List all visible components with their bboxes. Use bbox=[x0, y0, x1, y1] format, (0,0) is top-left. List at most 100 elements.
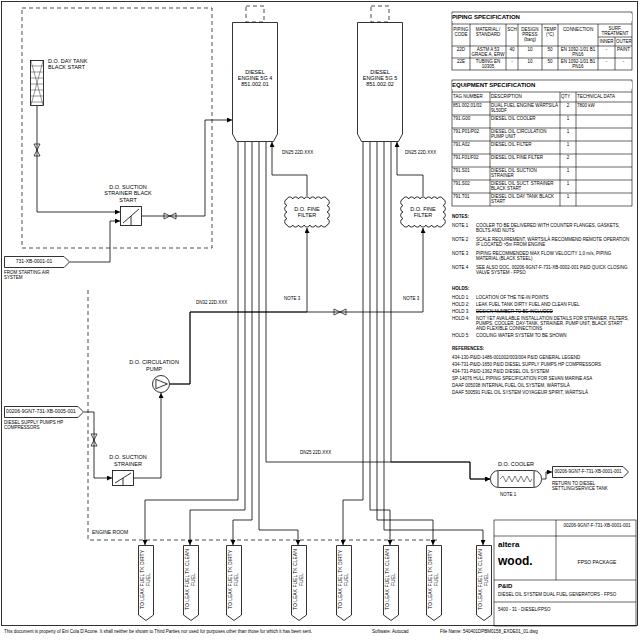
down-symbol bbox=[476, 545, 492, 621]
annotation-text: DIESEL OIL SUCTION STRAINER bbox=[491, 168, 559, 178]
pipe-line bbox=[266, 142, 490, 479]
down-symbol bbox=[184, 546, 199, 621]
engine-symbol bbox=[357, 22, 403, 142]
annotation-text: 2 bbox=[561, 103, 575, 108]
node-text: 00206-9GN7-731-XB-0005-001 bbox=[6, 409, 76, 415]
node-text: TO LEAK FUEL TK CLEAN FUEL bbox=[185, 547, 197, 613]
annotation-text: 791.P01/P02 bbox=[453, 129, 489, 134]
pipe-line bbox=[233, 142, 252, 545]
cooler-symbol bbox=[498, 471, 499, 487]
annotation-text: SEE ALSO DOC. 00206-9GN7-F-731-XB-0002-0… bbox=[476, 265, 632, 275]
annotation-text: 50 bbox=[543, 47, 557, 52]
annotation-text: TAG NUMBER bbox=[453, 94, 489, 99]
node-text: TO LEAK FUEL TK CLEAN FUEL bbox=[293, 547, 305, 613]
offpage-node: 731-XB-0001-01 bbox=[4, 256, 70, 268]
annotation-text: 22D bbox=[453, 47, 469, 52]
cloud-symbol bbox=[401, 197, 446, 227]
node-text: TO LEAK FUEL TK CLEAN FUEL bbox=[478, 547, 490, 613]
tank-symbol bbox=[31, 61, 43, 105]
node-text: TO LEAK FUEL TK CLEAN FUEL bbox=[385, 547, 397, 613]
annotation-text: NOTE 3 bbox=[452, 251, 474, 256]
strainer-symbol bbox=[123, 478, 124, 485]
annotation-text: DESCRIPTION bbox=[491, 94, 559, 99]
pump-node: D.O. CIRCULATION PUMP bbox=[152, 375, 170, 393]
node-text: DIESEL ENGINE 5G 5 bbox=[360, 69, 400, 82]
annotation-text: Software: Autocad bbox=[372, 629, 432, 634]
annotation-text: MATERIAL / STANDARD bbox=[471, 27, 505, 37]
pipe-line bbox=[397, 142, 423, 196]
annotation-text: 791.A02 bbox=[453, 142, 489, 147]
annotation-text: DAAF 500591 FUEL OIL SYSTEM VOYAGEUR SPI… bbox=[452, 390, 632, 395]
pipe-line bbox=[84, 412, 112, 478]
cooler-node: D.O. COOLER bbox=[490, 470, 542, 488]
pipe-line bbox=[259, 142, 298, 545]
annotation-text: FROM STARTING AIR SYSTEM bbox=[4, 270, 68, 280]
annotation-text: NOTE 3 bbox=[284, 296, 304, 301]
annotation-text: 2 bbox=[561, 155, 575, 160]
cooler-symbol bbox=[490, 470, 542, 488]
annotation-text: 10 bbox=[519, 59, 541, 64]
offpage-symbol bbox=[5, 407, 84, 418]
node-text: D.O. FINE FILTER bbox=[291, 206, 323, 219]
annotation-text: COOLER TO BE DELIVERED WITH COUNTER FLAN… bbox=[476, 223, 632, 233]
tank-symbol bbox=[31, 61, 43, 105]
pipe-line bbox=[391, 142, 490, 479]
cooler-symbol bbox=[500, 476, 532, 482]
annotation-text: DN32 22D.XXX bbox=[196, 300, 236, 305]
down-node: TO LEAK FUEL TK CLEAN FUEL bbox=[291, 545, 307, 621]
annotation-text: ASTM A 53 GRADE A, ERW bbox=[471, 47, 505, 57]
annotation-text: DN25 22D.XXX bbox=[405, 150, 445, 155]
strainer-node: D.O. SUCTION STRAINER bbox=[112, 470, 134, 486]
down-symbol bbox=[292, 546, 307, 621]
tank-symbol bbox=[31, 84, 43, 85]
annotation-text: DIESEL OIL FINE FILTER bbox=[491, 155, 559, 160]
offpage-symbol bbox=[5, 257, 70, 268]
annotation-text: This document is property of Eni Cola D'… bbox=[4, 629, 364, 634]
node-text: 00206-9GN7-F-731-XB-0001-001 bbox=[555, 469, 621, 474]
title-block bbox=[494, 520, 636, 602]
down-symbol bbox=[427, 546, 442, 621]
annotation-text: HOLD 2: bbox=[452, 302, 474, 307]
annotation-text: 40 bbox=[507, 47, 517, 52]
tank-symbol bbox=[31, 61, 44, 106]
valve-symbol bbox=[34, 144, 346, 446]
annotation-text: TEMP (°C) bbox=[543, 27, 557, 37]
strainer-symbol bbox=[131, 216, 132, 225]
down-node: TO LEAK FUEL TK CLEAN FUEL bbox=[183, 545, 199, 621]
table-grid bbox=[452, 12, 632, 70]
cloud-symbol bbox=[400, 196, 446, 228]
heading-text: HOLDS: bbox=[452, 286, 512, 291]
annotation-text: LOCATION OF THE TIE-IN POINTS bbox=[476, 295, 632, 300]
pipe-line bbox=[134, 393, 161, 478]
annotation-text: HOLD 5: bbox=[452, 333, 474, 338]
pipe-line bbox=[170, 228, 307, 384]
annotation-text: 10 bbox=[519, 47, 541, 52]
node-text: DIESEL ENGINE 5G 4 bbox=[235, 69, 275, 82]
annotation-text: 791.T01 bbox=[453, 194, 489, 199]
annotation-text: TUBING EN 10305 bbox=[471, 59, 505, 69]
annotation-text: 1 bbox=[561, 181, 575, 186]
annotation-text: HOLD 3: bbox=[452, 309, 474, 314]
offpage-symbol bbox=[552, 466, 629, 478]
annotation-text: QTY bbox=[561, 94, 575, 99]
region-boundary bbox=[22, 8, 212, 248]
annotation-text: NOTE 4 bbox=[452, 265, 474, 270]
down-symbol bbox=[337, 546, 352, 621]
down-node: TO LEAK FUEL TK CLEAN FUEL bbox=[383, 545, 399, 621]
pipe-line bbox=[37, 106, 120, 212]
region-boundary bbox=[246, 6, 264, 22]
annotation-text: 851.002.01/02 bbox=[453, 103, 489, 108]
table-grid bbox=[452, 80, 632, 206]
down-symbol bbox=[292, 546, 307, 621]
pipe-line bbox=[142, 120, 232, 216]
strainer-symbol bbox=[112, 470, 134, 486]
tank-symbol bbox=[31, 90, 43, 91]
annotation-text: NOTE 1 bbox=[452, 223, 474, 228]
annotation-text: 791.F01/F02 bbox=[453, 155, 489, 160]
annotation-text: DIESEL OIL FILTER bbox=[491, 142, 559, 147]
strainer-node: D.O. SUCTION STRAINER BLACK START bbox=[120, 206, 142, 226]
down-symbol bbox=[138, 545, 154, 621]
node-text: TO LEAK FUEL TK DIRTY FUEL bbox=[228, 547, 240, 613]
annotation-text: 1 bbox=[561, 194, 575, 199]
